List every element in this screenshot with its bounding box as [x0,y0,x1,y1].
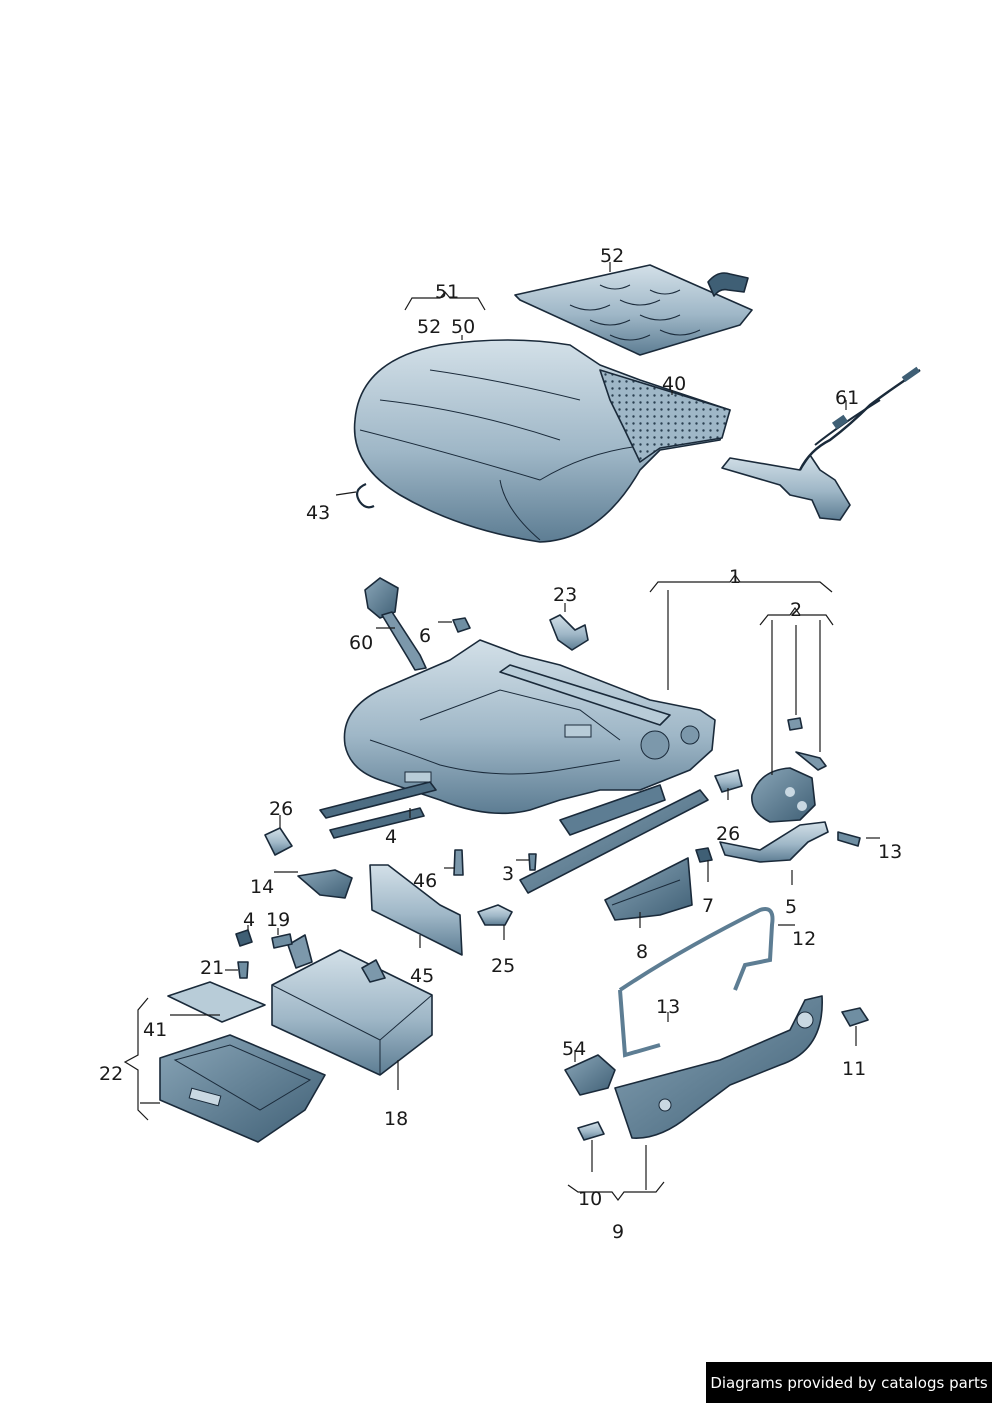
callout-51: 51 [435,281,459,303]
retaining-clip [356,482,375,509]
leader-lines [123,262,880,1201]
clip-26-left [264,827,293,856]
seat-frame [319,639,716,894]
screw-21 [237,961,249,979]
callout-50: 50 [451,316,475,338]
credit-text: Diagrams provided by catalogs parts [710,1373,988,1392]
nut-4 [235,929,253,947]
height-adjust-motor [751,717,827,823]
callout-14: 14 [250,876,274,898]
fastener-11 [841,1007,869,1027]
switch-54 [564,1054,616,1096]
callout-45: 45 [410,965,434,987]
callout-labels: 52 51 52 50 40 61 43 1 23 2 6 60 26 4 26… [99,245,902,1243]
callout-46: 46 [413,870,437,892]
bracket-5 [719,821,829,863]
screw-19 [271,933,293,949]
callout-8: 8 [636,941,648,963]
callout-43: 43 [306,502,330,524]
callout-10: 10 [578,1188,602,1210]
callout-60: 60 [349,632,373,654]
clip-25 [477,904,513,926]
trim-8 [604,857,693,921]
callout-12: 12 [792,928,816,950]
callout-18: 18 [384,1108,408,1130]
drawer-housing [271,934,433,1076]
seat-cushion [353,339,731,543]
callout-6: 6 [419,625,431,647]
callout-3: 3 [502,863,514,885]
callout-26: 26 [269,798,293,820]
callout-23: 23 [553,584,577,606]
credit-banner: Diagrams provided by catalogs parts [706,1362,992,1403]
panel-45 [369,864,463,956]
seat-heating-element [514,264,753,356]
drawer-mat-41 [167,981,266,1023]
screw-13a [837,831,861,847]
callout-7: 7 [702,895,714,917]
pin-46 [453,849,464,876]
callout-13: 13 [878,841,902,863]
callout-25: 25 [491,955,515,977]
callout-5: 5 [785,896,797,918]
screw-3 [528,853,537,871]
side-trim-9 [614,995,823,1139]
callout-26: 26 [716,823,740,845]
clip-26-right [714,769,743,793]
storage-drawer [159,1034,326,1143]
callout-11: 11 [842,1058,866,1080]
clip-10 [577,1121,605,1141]
screw-6 [452,617,471,633]
seat-belt-buckle [364,577,427,671]
callout-41: 41 [143,1019,167,1041]
callout-52: 52 [417,316,441,338]
callout-9: 9 [612,1221,624,1243]
callout-2: 2 [790,599,802,621]
callout-54: 54 [562,1038,586,1060]
callout-21: 21 [200,957,224,979]
callout-52: 52 [600,245,624,267]
callout-19: 19 [266,909,290,931]
bracket-23 [549,614,589,651]
callout-40: 40 [662,373,686,395]
cover-14 [297,869,353,899]
clip-7 [695,847,713,863]
callout-13: 13 [656,996,680,1018]
callout-4: 4 [243,909,255,931]
callout-61: 61 [835,387,859,409]
rod-12 [618,907,775,1058]
callout-4: 4 [385,826,397,848]
callout-22: 22 [99,1063,123,1085]
callout-1: 1 [729,566,741,588]
wiring-harness [721,366,921,521]
